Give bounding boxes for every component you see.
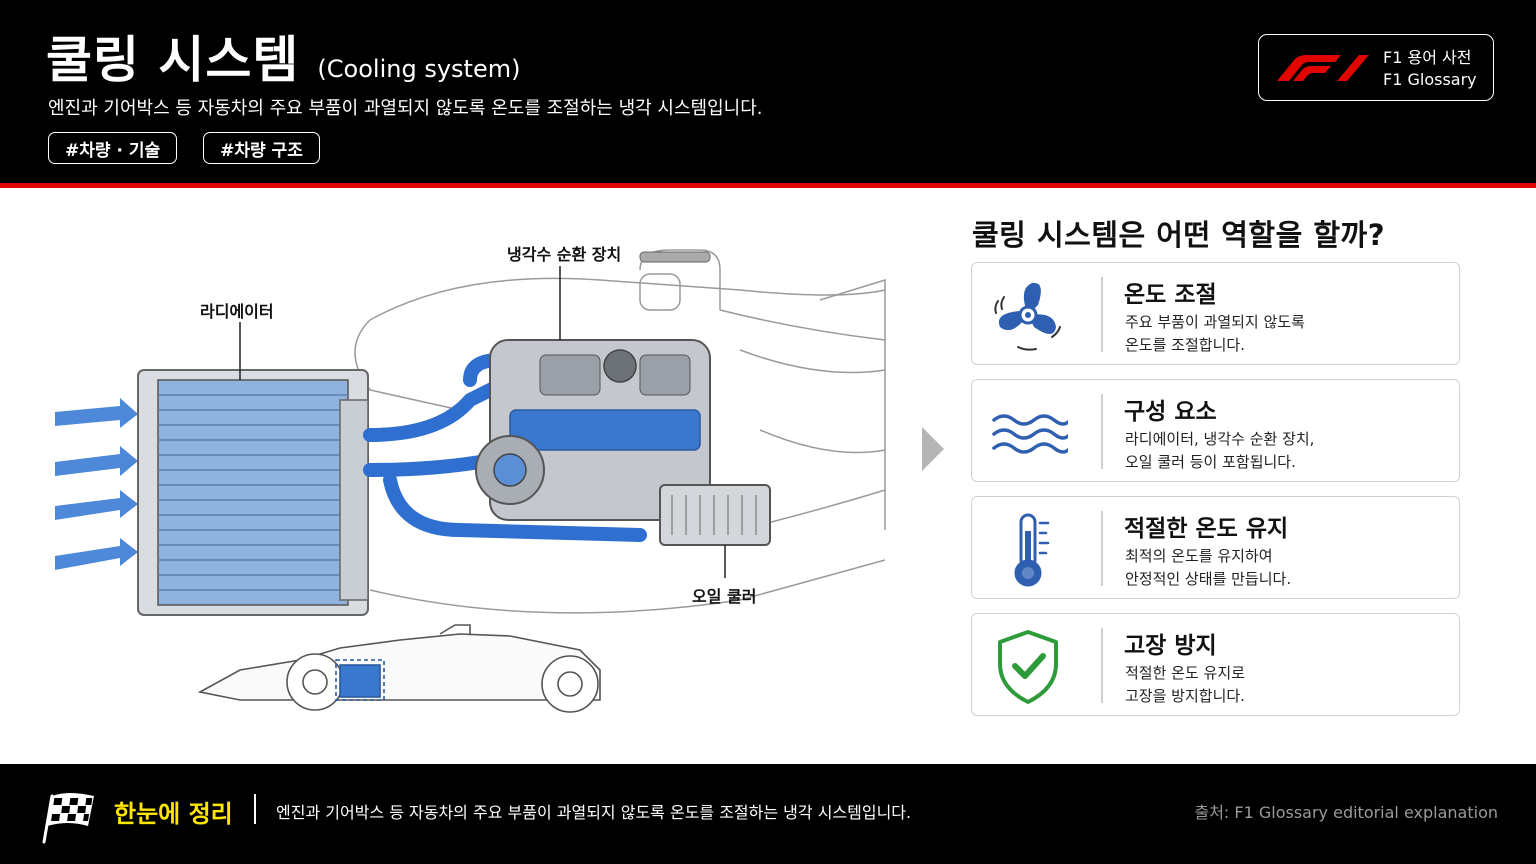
card-description: 최적의 온도를 유지하여 안정적인 상태를 만듭니다.	[1125, 547, 1292, 588]
card-title: 고장 방지	[1124, 633, 1217, 659]
panel-title: 쿨링 시스템은 어떤 역할을 할까?	[972, 218, 1386, 252]
shield-check-icon	[998, 630, 1058, 704]
chevron-right-icon	[922, 427, 944, 471]
footer-source: 출처: F1 Glossary editorial explanation	[1194, 803, 1498, 822]
footer-summary: 엔진과 기어박스 등 자동차의 주요 부품이 과열되지 않도록 온도를 조절하는…	[276, 803, 912, 822]
fan-icon	[994, 282, 1061, 351]
header: 쿨링 시스템 (Cooling system) 엔진과 기어박스 등 자동차의 …	[0, 0, 1536, 183]
thermometer-icon	[1014, 513, 1050, 587]
brand-line-ko: F1 용어 사전	[1383, 48, 1472, 67]
footer-title: 한눈에 정리	[114, 800, 233, 828]
label-radiator: 라디에이터	[200, 302, 274, 321]
title-row: 쿨링 시스템 (Cooling system)	[46, 20, 520, 92]
callout-leader-lines	[239, 266, 726, 578]
cooling-system-diagram: 냉각수 순환 장치 라디에이터 오일 쿨러	[40, 230, 900, 730]
label-coolant-pump: 냉각수 순환 장치	[507, 245, 622, 264]
coolant-waves-icon	[992, 414, 1068, 454]
card-divider	[1101, 394, 1103, 469]
footer-divider	[254, 794, 256, 824]
card-description: 적절한 온도 유지로 고장을 방지합니다.	[1125, 664, 1245, 705]
label-oil-cooler: 오일 쿨러	[692, 587, 757, 606]
page-subtitle: 엔진과 기어박스 등 자동차의 주요 부품이 과열되지 않도록 온도를 조절하는…	[48, 98, 763, 119]
footer: 한눈에 정리 엔진과 기어박스 등 자동차의 주요 부품이 과열되지 않도록 온…	[0, 764, 1536, 864]
tag-vehicle-tech[interactable]: #차량 · 기술	[48, 132, 178, 164]
page-title-english: (Cooling system)	[317, 55, 521, 83]
header-red-divider	[0, 183, 1536, 188]
card-title: 온도 조절	[1124, 282, 1217, 308]
card-description: 주요 부품이 과열되지 않도록 온도를 조절합니다.	[1125, 313, 1305, 354]
car-side-view	[197, 624, 601, 713]
brand-badge: F1 용어 사전 F1 Glossary	[1258, 34, 1494, 101]
brand-text: F1 용어 사전 F1 Glossary	[1383, 47, 1477, 91]
role-card-temperature: 온도 조절 주요 부품이 과열되지 않도록 온도를 조절합니다.	[971, 262, 1460, 365]
engine-drawing	[475, 251, 711, 521]
role-card-components: 구성 요소 라디에이터, 냉각수 순환 장치, 오일 쿨러 등이 포함됩니다.	[971, 379, 1460, 482]
card-divider	[1101, 511, 1103, 586]
card-divider	[1101, 628, 1103, 703]
card-title: 적절한 온도 유지	[1124, 516, 1289, 542]
card-divider	[1101, 277, 1103, 352]
radiator-drawing	[137, 369, 369, 616]
checkered-flag-icon	[42, 793, 94, 844]
role-card-maintain-temp: 적절한 온도 유지 최적의 온도를 유지하여 안정적인 상태를 만듭니다.	[971, 496, 1460, 599]
card-title: 구성 요소	[1124, 399, 1217, 425]
tag-list: #차량 · 기술 #차량 구조	[48, 132, 320, 164]
role-card-prevent-failure: 고장 방지 적절한 온도 유지로 고장을 방지합니다.	[971, 613, 1460, 716]
brand-line-en: F1 Glossary	[1383, 70, 1477, 89]
page-title: 쿨링 시스템	[46, 31, 300, 89]
airflow-arrows	[55, 398, 138, 570]
cooling-illustration	[55, 249, 886, 713]
card-description: 라디에이터, 냉각수 순환 장치, 오일 쿨러 등이 포함됩니다.	[1125, 430, 1315, 471]
f1-logo-icon	[1277, 55, 1369, 81]
tag-vehicle-structure[interactable]: #차량 구조	[203, 132, 320, 164]
oil-cooler-drawing	[659, 484, 771, 546]
